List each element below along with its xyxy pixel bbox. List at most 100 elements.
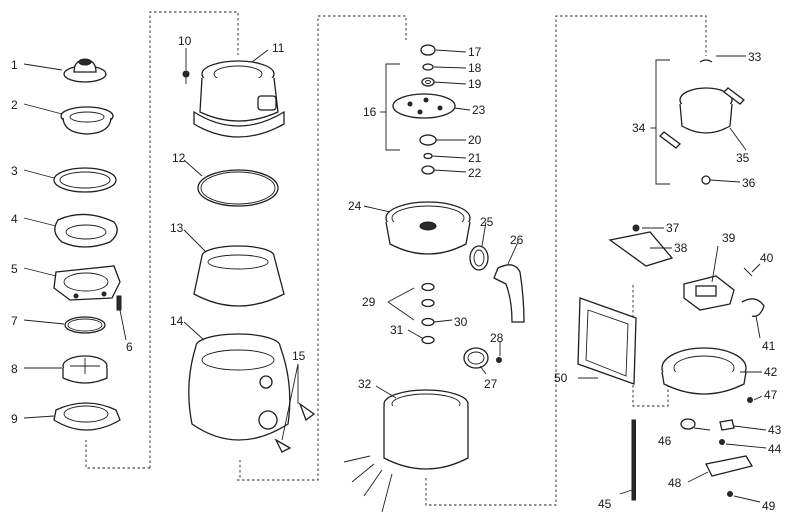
callout-15: 15 — [292, 349, 306, 363]
callout-42: 42 — [764, 365, 778, 379]
part-14-hopper — [188, 333, 291, 441]
part-19-nut — [421, 77, 435, 87]
callout-34: 34 — [632, 121, 646, 135]
part-27-gasket — [463, 347, 489, 369]
callout-36: 36 — [742, 176, 756, 190]
callout-7: 7 — [11, 314, 18, 328]
callout-12: 12 — [172, 151, 186, 165]
part-46-plug — [680, 418, 696, 430]
part-5-mounting-ring — [53, 265, 121, 301]
part-48-plate — [705, 455, 754, 477]
callout-27: 27 — [484, 377, 498, 391]
callout-41: 41 — [762, 339, 776, 353]
part-50-manual — [577, 297, 637, 385]
callout-6: 6 — [126, 340, 133, 354]
part-4-backup-ring — [54, 213, 118, 248]
part-37-screw — [632, 224, 640, 232]
callout-48: 48 — [668, 476, 682, 490]
callout-32: 32 — [358, 377, 372, 391]
part-8-splash-guard — [62, 355, 108, 384]
callout-47: 47 — [764, 388, 778, 402]
callout-30: 30 — [454, 315, 468, 329]
callout-13: 13 — [170, 221, 184, 235]
part-16-bracket — [380, 63, 400, 151]
callout-26: 26 — [510, 233, 524, 247]
part-1-stopper — [63, 58, 107, 83]
part-2-sink-flange — [60, 106, 114, 135]
callout-24: 24 — [348, 199, 362, 213]
part-29-seals — [387, 282, 435, 327]
callout-28: 28 — [490, 331, 504, 345]
part-3-gasket — [53, 167, 117, 193]
part-6-screw — [116, 295, 122, 311]
part-21-washer — [423, 152, 433, 160]
callout-4: 4 — [11, 212, 18, 226]
leader-lines — [23, 48, 767, 503]
callout-1: 1 — [11, 58, 18, 72]
part-36-nut — [701, 175, 711, 185]
part-10-screw — [182, 70, 190, 84]
part-22-nut — [421, 165, 435, 175]
callout-40: 40 — [760, 251, 774, 265]
callout-50: 50 — [554, 371, 568, 385]
part-28-screw — [496, 357, 502, 363]
callout-31: 31 — [390, 323, 404, 337]
callout-39: 39 — [722, 231, 736, 245]
callout-3: 3 — [11, 164, 18, 178]
callout-10: 10 — [178, 34, 192, 48]
part-23-turntable — [392, 93, 456, 119]
part-31-seal — [421, 335, 435, 345]
callout-14: 14 — [170, 314, 184, 328]
callout-21: 21 — [468, 151, 482, 165]
callout-46: 46 — [658, 434, 672, 448]
callout-49: 49 — [762, 499, 776, 513]
callout-29: 29 — [362, 295, 376, 309]
part-24-grinding-chamber — [385, 201, 471, 255]
part-42-end-bell — [661, 347, 747, 395]
part-26-elbow — [493, 264, 525, 323]
callout-37: 37 — [666, 221, 680, 235]
part-7-snap-ring — [64, 316, 106, 334]
part-11-housing-top — [193, 60, 285, 138]
callout-18: 18 — [468, 61, 482, 75]
callout-25: 25 — [480, 215, 494, 229]
callout-35: 35 — [736, 151, 750, 165]
callout-38: 38 — [674, 241, 688, 255]
part-40-clip — [743, 267, 753, 277]
part-18-washer — [422, 63, 434, 71]
part-38-cover — [608, 231, 674, 267]
part-20-hub — [419, 134, 437, 146]
callout-33: 33 — [748, 50, 762, 64]
part-45-rod — [631, 419, 636, 501]
part-44-screw — [719, 439, 725, 445]
part-47-screw — [747, 397, 753, 403]
callout-45: 45 — [598, 497, 612, 511]
part-49-screw — [727, 491, 733, 497]
callout-43: 43 — [768, 423, 782, 437]
callout-44: 44 — [768, 442, 782, 456]
part-9-mounting-plate — [53, 402, 121, 431]
part-15-clips — [274, 402, 316, 453]
part-32-motor — [343, 389, 469, 513]
part-13-cone-housing — [193, 245, 285, 307]
callout-11: 11 — [272, 41, 285, 55]
callout-labels: 1 2 3 4 5 6 7 8 9 10 11 12 13 14 15 16 1… — [11, 34, 782, 513]
part-35-shaft-assembly — [659, 87, 745, 149]
callout-22: 22 — [468, 166, 482, 180]
callout-8: 8 — [11, 362, 18, 376]
part-17-cap — [420, 44, 436, 56]
part-41-bracket — [741, 298, 765, 317]
callout-23: 23 — [472, 103, 486, 117]
callout-20: 20 — [468, 133, 482, 147]
part-25-clamp — [469, 245, 489, 271]
callout-9: 9 — [11, 412, 18, 426]
part-12-o-ring — [197, 169, 279, 207]
part-39-switch-base — [683, 275, 735, 311]
callout-19: 19 — [468, 77, 482, 91]
callout-17: 17 — [468, 45, 482, 59]
callout-2: 2 — [11, 98, 18, 112]
callout-16: 16 — [363, 105, 377, 119]
part-34-bracket — [650, 59, 670, 185]
